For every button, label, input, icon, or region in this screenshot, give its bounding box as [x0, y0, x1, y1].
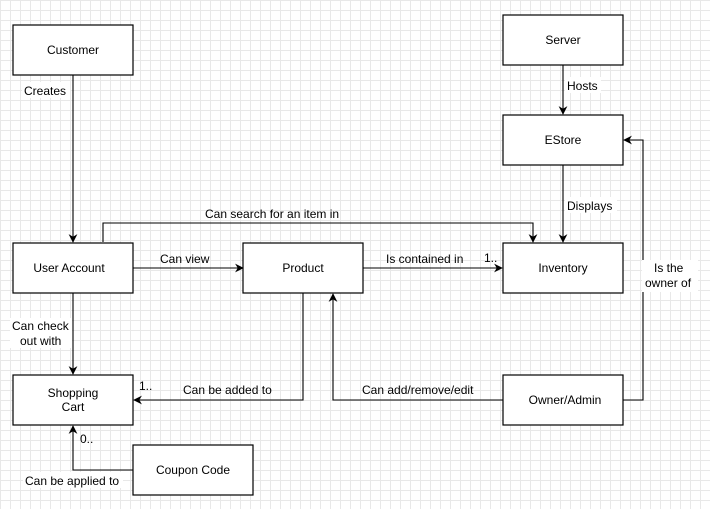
product-label: Product [282, 261, 324, 275]
label-mult-coupon: 0.. [80, 432, 93, 446]
edge-search [102, 222, 538, 243]
shopping-cart-label-line1: Shopping [48, 386, 99, 400]
label-can-be-applied-to: Can be applied to [25, 474, 119, 488]
owner-admin-node[interactable]: Owner/Admin [502, 374, 624, 426]
edge-owner-estore [623, 135, 644, 401]
label-mult-cart: 1.. [139, 379, 152, 393]
user-account-node[interactable]: User Account [12, 242, 134, 294]
coupon-code-label: Coupon Code [156, 463, 230, 477]
customer-node[interactable]: Customer [12, 24, 134, 76]
server-node[interactable]: Server [502, 14, 624, 66]
label-hosts: Hosts [567, 79, 598, 93]
label-can-check-out-line2: out with [20, 334, 61, 348]
label-can-add-remove-edit: Can add/remove/edit [362, 383, 474, 397]
product-node[interactable]: Product [242, 242, 364, 294]
inventory-label: Inventory [538, 261, 587, 275]
coupon-code-node[interactable]: Coupon Code [132, 444, 254, 496]
label-can-check-out-line1: Can check [12, 319, 70, 333]
shopping-cart-node[interactable]: Shopping Cart [12, 374, 134, 426]
estore-node[interactable]: EStore [502, 114, 624, 166]
edge-owner-product [328, 293, 503, 401]
label-is-the-owner-line1: Is the [654, 261, 684, 275]
label-creates: Creates [24, 84, 66, 98]
label-mult-inventory: 1.. [484, 251, 497, 265]
edge-coupon-cart [68, 425, 133, 471]
label-displays: Displays [567, 199, 612, 213]
estore-label: EStore [545, 133, 582, 147]
server-label: Server [545, 33, 580, 47]
customer-label: Customer [47, 43, 99, 57]
user-account-label: User Account [33, 261, 105, 275]
label-can-be-added-to: Can be added to [183, 383, 272, 397]
label-is-contained-in: Is contained in [386, 252, 463, 266]
shopping-cart-label-line2: Cart [62, 400, 85, 414]
label-is-the-owner-line2: owner of [645, 276, 692, 290]
label-can-search: Can search for an item in [205, 207, 339, 221]
edge-product-cart [133, 293, 304, 405]
owner-admin-label: Owner/Admin [529, 393, 602, 407]
label-can-view: Can view [160, 252, 210, 266]
inventory-node[interactable]: Inventory [502, 242, 624, 294]
